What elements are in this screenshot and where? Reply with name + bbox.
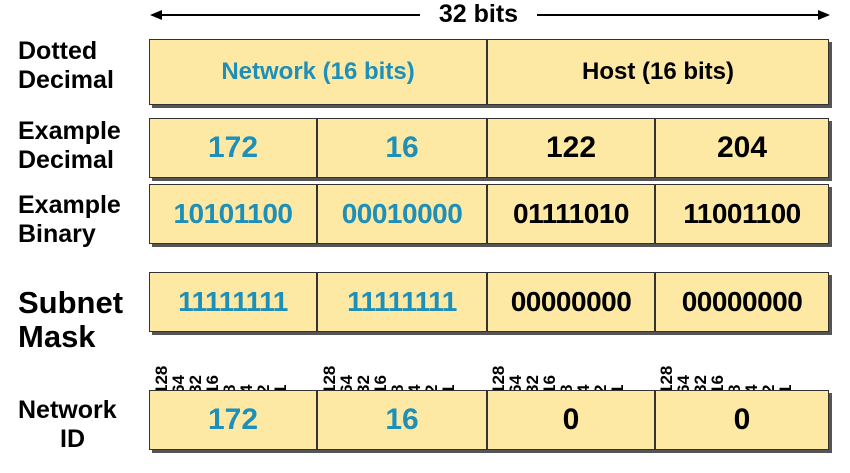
bits-title: 32 bits: [438, 0, 519, 28]
row-subnet-mask: 11111111 11111111 00000000 00000000: [149, 272, 829, 332]
label-subnet-mask: Subnet Mask: [18, 286, 123, 354]
label-dotted-decimal: Dotted Decimal: [18, 37, 114, 95]
mask-octet-3: 00000000: [487, 272, 655, 332]
network-portion-label: Network (16 bits): [221, 58, 415, 85]
label-line: Binary: [18, 220, 96, 248]
network-id-octet-1: 172: [149, 390, 317, 450]
label-example-binary: Example Binary: [18, 191, 121, 249]
label-line: Example: [18, 117, 121, 145]
label-example-decimal: Example Decimal: [18, 117, 121, 175]
network-id-octet-2: 16: [317, 390, 487, 450]
bits-span-arrow: [150, 10, 830, 20]
decimal-octet-1: 172: [149, 118, 317, 178]
bit-weight-group: 1286432168421: [489, 334, 650, 394]
label-line: ID: [60, 425, 85, 453]
row-dotted-decimal: Network (16 bits) Host (16 bits): [149, 39, 829, 105]
row-example-binary: 10101100 00010000 01111010 11001100: [149, 184, 829, 244]
decimal-octet-3: 122: [487, 118, 655, 178]
label-line: Example: [18, 191, 121, 219]
binary-octet-1: 10101100: [149, 184, 317, 244]
mask-octet-1: 11111111: [149, 272, 317, 332]
label-line: Mask: [18, 319, 96, 354]
decimal-octet-2: 16: [317, 118, 487, 178]
bit-weight-group: 1286432168421: [657, 334, 818, 394]
binary-octet-4: 11001100: [655, 184, 829, 244]
binary-octet-2: 00010000: [317, 184, 487, 244]
row-example-decimal: 172 16 122 204: [149, 118, 829, 178]
host-portion-label: Host (16 bits): [581, 58, 734, 85]
binary-octet-3: 01111010: [487, 184, 655, 244]
label-line: Network: [18, 396, 117, 424]
label-network-id: Network ID: [18, 396, 117, 454]
decimal-octet-4: 204: [655, 118, 829, 178]
label-line: Decimal: [18, 66, 114, 94]
bit-weight-group: 1286432168421: [320, 334, 481, 394]
network-id-octet-4: 0: [655, 390, 829, 450]
row-network-id: 172 16 0 0: [149, 390, 829, 450]
label-line: Decimal: [18, 146, 114, 174]
mask-octet-4: 00000000: [655, 272, 829, 332]
label-line: Dotted: [18, 37, 98, 65]
network-portion-cell: Network (16 bits): [149, 39, 487, 105]
host-portion-cell: Host (16 bits): [487, 39, 829, 105]
label-line: Subnet: [18, 285, 124, 320]
network-id-octet-3: 0: [487, 390, 655, 450]
bit-weight-group: 1286432168421: [152, 334, 313, 394]
mask-octet-2: 11111111: [317, 272, 487, 332]
